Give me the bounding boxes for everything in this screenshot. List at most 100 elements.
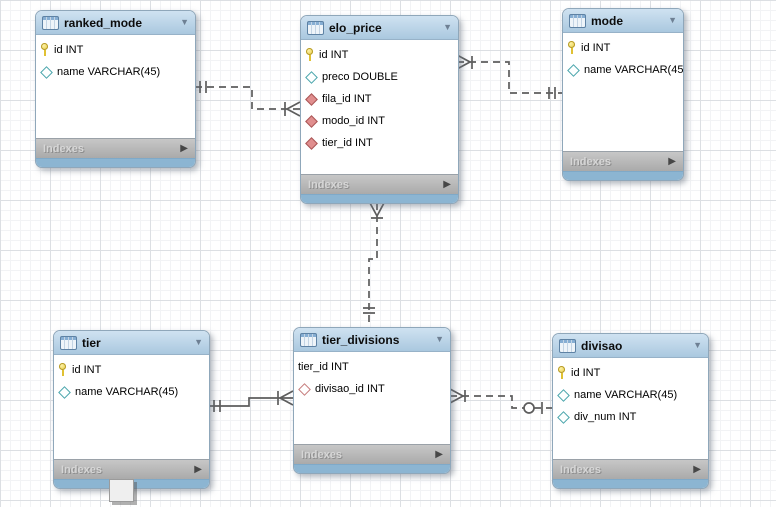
column-label: divisao_id INT <box>315 383 385 395</box>
column-label: name VARCHAR(45) <box>57 66 161 78</box>
table-divisao[interactable]: divisao ▼ id INT name VARCHAR(45) div_nu… <box>552 333 709 489</box>
expand-arrow-icon[interactable]: ▶ <box>180 142 188 154</box>
table-columns: id INT preco DOUBLE fila_id INT modo_id … <box>301 40 458 174</box>
column-label: id INT <box>72 364 102 376</box>
attribute-diamond-icon <box>567 63 580 77</box>
table-columns: id INT name VARCHAR(45) <box>54 355 209 459</box>
attribute-diamond-icon <box>58 385 71 399</box>
collapse-arrow-icon[interactable]: ▼ <box>194 337 203 347</box>
expand-arrow-icon[interactable]: ▶ <box>693 463 701 475</box>
indexes-section[interactable]: Indexes ▶ <box>36 138 195 158</box>
column-row[interactable]: name VARCHAR(45) <box>54 381 209 403</box>
table-columns: id INT name VARCHAR(45) div_num INT <box>553 358 708 459</box>
attribute-diamond-icon <box>557 410 570 424</box>
indexes-label: Indexes <box>308 178 349 191</box>
indexes-section[interactable]: Indexes ▶ <box>563 151 683 171</box>
table-header[interactable]: ranked_mode ▼ <box>36 11 195 35</box>
column-row[interactable]: fila_id INT <box>301 88 458 110</box>
foreign-key-open-icon <box>298 382 311 396</box>
attribute-diamond-icon <box>557 388 570 402</box>
column-row[interactable]: id INT <box>36 39 195 61</box>
relationship-tier-tier_divisions[interactable] <box>208 390 294 412</box>
column-label: div_num INT <box>574 411 637 423</box>
column-row[interactable]: id INT <box>54 359 209 381</box>
table-header[interactable]: elo_price ▼ <box>301 16 458 40</box>
table-bottom-strip <box>563 171 683 180</box>
relationship-ranked_mode-elo_price[interactable] <box>195 81 301 117</box>
column-row[interactable]: divisao_id INT <box>294 378 450 400</box>
column-row[interactable]: id INT <box>553 362 708 384</box>
indexes-label: Indexes <box>560 463 601 476</box>
column-row[interactable]: modo_id INT <box>301 110 458 132</box>
column-label: modo_id INT <box>322 115 385 127</box>
indexes-section[interactable]: Indexes ▶ <box>553 459 708 479</box>
table-ranked_mode[interactable]: ranked_mode ▼ id INT name VARCHAR(45) In… <box>35 10 196 168</box>
table-mode[interactable]: mode ▼ id INT name VARCHAR(45) Indexes ▶ <box>562 8 684 181</box>
table-bottom-strip <box>553 479 708 488</box>
table-columns: tier_id INT divisao_id INT <box>294 352 450 444</box>
expand-arrow-icon[interactable]: ▶ <box>443 178 451 190</box>
relationship-elo_price-tier_divisions[interactable] <box>363 202 385 327</box>
column-label: name VARCHAR(45) <box>584 64 684 76</box>
column-row[interactable]: id INT <box>301 44 458 66</box>
column-row[interactable]: name VARCHAR(45) <box>36 61 195 83</box>
primary-key-icon <box>567 41 577 55</box>
indexes-section[interactable]: Indexes ▶ <box>301 174 458 194</box>
expand-arrow-icon[interactable]: ▶ <box>194 463 202 475</box>
primary-key-icon <box>305 48 315 62</box>
column-label: tier_id INT <box>322 137 373 149</box>
table-header[interactable]: tier ▼ <box>54 331 209 355</box>
table-title: ranked_mode <box>64 15 143 30</box>
table-icon <box>569 13 586 28</box>
indexes-label: Indexes <box>301 448 342 461</box>
column-row[interactable]: preco DOUBLE <box>301 66 458 88</box>
primary-key-icon <box>58 363 68 377</box>
column-label: id INT <box>571 367 601 379</box>
column-row[interactable]: tier_id INT <box>301 132 458 154</box>
column-label: id INT <box>54 44 84 56</box>
table-title: divisao <box>581 338 623 353</box>
collapse-arrow-icon[interactable]: ▼ <box>443 22 452 32</box>
table-icon <box>42 15 59 30</box>
table-columns: id INT name VARCHAR(45) <box>563 33 683 151</box>
table-header[interactable]: divisao ▼ <box>553 334 708 358</box>
table-header[interactable]: mode ▼ <box>563 9 683 33</box>
indexes-section[interactable]: Indexes ▶ <box>54 459 209 479</box>
table-title: mode <box>591 13 624 28</box>
table-header[interactable]: tier_divisions ▼ <box>294 328 450 352</box>
column-label: preco DOUBLE <box>322 71 398 83</box>
column-row[interactable]: name VARCHAR(45) <box>563 59 683 81</box>
indexes-label: Indexes <box>43 142 84 155</box>
column-row[interactable]: id INT <box>563 37 683 59</box>
collapse-arrow-icon[interactable]: ▼ <box>668 15 677 25</box>
table-elo_price[interactable]: elo_price ▼ id INT preco DOUBLE fila_id … <box>300 15 459 204</box>
column-row[interactable]: div_num INT <box>553 406 708 428</box>
column-row[interactable]: name VARCHAR(45) <box>553 384 708 406</box>
column-row[interactable]: tier_id INT <box>294 356 450 378</box>
expand-arrow-icon[interactable]: ▶ <box>435 448 443 460</box>
indexes-label: Indexes <box>61 463 102 476</box>
table-tier_divisions[interactable]: tier_divisions ▼ tier_id INT divisao_id … <box>293 327 451 474</box>
collapse-arrow-icon[interactable]: ▼ <box>180 17 189 27</box>
expand-arrow-icon[interactable]: ▶ <box>668 155 676 167</box>
table-tier[interactable]: tier ▼ id INT name VARCHAR(45) Indexes ▶ <box>53 330 210 489</box>
table-columns: id INT name VARCHAR(45) <box>36 35 195 138</box>
table-icon <box>307 20 324 35</box>
foreign-key-icon <box>305 92 318 106</box>
column-label: id INT <box>319 49 349 61</box>
collapse-arrow-icon[interactable]: ▼ <box>693 340 702 350</box>
table-title: elo_price <box>329 20 382 35</box>
table-title: tier_divisions <box>322 332 400 347</box>
indexes-section[interactable]: Indexes ▶ <box>294 444 450 464</box>
primary-key-icon <box>557 366 567 380</box>
column-label: id INT <box>581 42 611 54</box>
diagram-object-icon[interactable] <box>109 479 134 502</box>
collapse-arrow-icon[interactable]: ▼ <box>435 334 444 344</box>
column-label: name VARCHAR(45) <box>574 389 678 401</box>
table-title: tier <box>82 335 101 350</box>
relationship-tier_divisions-divisao[interactable] <box>449 388 552 414</box>
relationship-elo_price-mode[interactable] <box>456 54 562 99</box>
table-bottom-strip <box>36 158 195 167</box>
